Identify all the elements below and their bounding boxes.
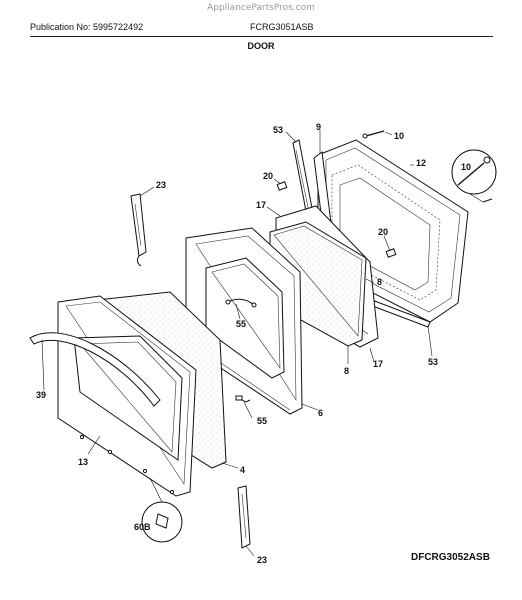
leader-lines xyxy=(41,130,433,557)
screw-detail-circle-part-10 xyxy=(451,149,497,203)
callout-4: 4 xyxy=(240,465,245,475)
callout-10-detail: 10 xyxy=(461,162,471,172)
callout-55-upper: 55 xyxy=(236,319,246,329)
callout-12: 12 xyxy=(416,158,426,168)
callout-20-lower: 20 xyxy=(378,227,388,237)
callout-10: 10 xyxy=(394,131,404,141)
callout-6: 6 xyxy=(318,408,323,418)
callout-8-upper: 8 xyxy=(377,277,382,287)
callout-17-upper: 17 xyxy=(256,200,266,210)
callout-53-upper: 53 xyxy=(273,125,283,135)
hinge-part-23-lower xyxy=(237,485,251,549)
door-handle-part-39 xyxy=(29,332,161,407)
hinge-receiver-part-20-upper xyxy=(276,181,288,191)
wire-clip-part-55-upper xyxy=(225,298,257,308)
callout-13: 13 xyxy=(78,457,88,467)
model-number: FCRG3051ASB xyxy=(250,22,314,32)
callout-23-upper: 23 xyxy=(156,180,166,190)
callout-9: 9 xyxy=(316,122,321,132)
header-rule xyxy=(30,36,493,37)
callout-23-lower: 23 xyxy=(257,555,267,565)
callout-20-upper: 20 xyxy=(263,171,273,181)
section-title: DOOR xyxy=(247,41,275,51)
watermark-text: AppliancePartsPros.com xyxy=(207,3,315,13)
callout-55-lower: 55 xyxy=(257,416,267,426)
diagram-code: DFCRG3052ASB xyxy=(411,552,490,563)
hinge-part-23-upper xyxy=(130,193,147,267)
wire-clip-part-55-lower xyxy=(235,395,251,403)
callout-8-lower: 8 xyxy=(344,366,349,376)
callout-17-lower: 17 xyxy=(373,359,383,369)
callout-60b: 60B xyxy=(134,522,151,532)
callout-53-lower: 53 xyxy=(428,357,438,367)
callout-39: 39 xyxy=(36,390,46,400)
screw-part-10 xyxy=(362,130,385,139)
panel-screw-dots xyxy=(79,434,175,495)
publication-number: Publication No: 5995722492 xyxy=(30,22,144,32)
screw-detail-circle-part-60b xyxy=(141,477,183,543)
